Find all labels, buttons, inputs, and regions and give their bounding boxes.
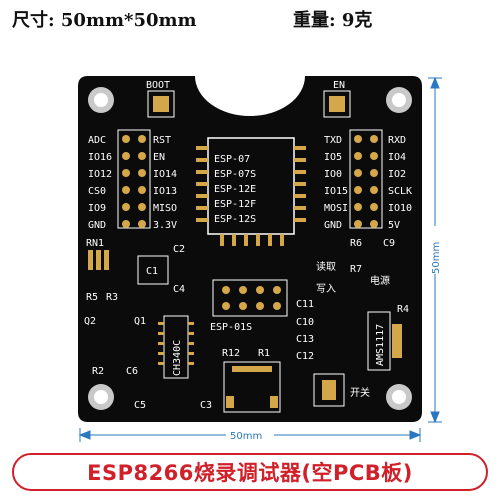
label-r3: R3 [106,292,118,303]
size-spec: 尺寸: 50mm*50mm [12,10,197,31]
label-r6: R6 [350,238,362,249]
pin-txd: TXD [324,135,342,146]
pin-io9: IO9 [88,203,106,214]
type-esp12f: ESP-12F [214,199,256,210]
esp12-footprint [196,137,306,246]
weight-spec: 重量: 9克 [293,10,373,31]
boot-label: BOOT [146,80,170,91]
pin-io12: IO12 [88,169,112,180]
width-label: 50mm [230,431,262,442]
esp01s-header [212,279,288,317]
mounting-holes [88,87,412,410]
label-rn1: RN1 [86,238,104,249]
label-c13: C13 [296,334,314,345]
en-label: EN [333,80,345,91]
label-read: 读取 [316,260,336,273]
label-c12: C12 [296,351,314,362]
label-c11: C11 [296,299,314,310]
label-c10: C10 [296,317,314,328]
type-esp07s: ESP-07S [214,169,256,180]
label-switch: 开关 [350,386,370,399]
title-banner: ESP8266烧录调试器(空PCB板) [12,453,488,491]
pin-io5: IO5 [324,152,342,163]
label-q2: Q2 [84,316,96,327]
en-button [323,90,351,118]
pin-adc: ADC [88,135,106,146]
power-switch [313,373,345,407]
esp01s-label: ESP-01S [210,322,252,333]
ch340-chip [158,315,194,379]
pin-io15: IO15 [324,186,348,197]
label-c6: C6 [126,366,138,377]
pin-io14: IO14 [153,169,177,180]
banner-text: ESP8266烧录调试器(空PCB板) [87,461,413,485]
rn1-resistor-network [88,250,109,270]
pin-miso: MISO [153,203,177,214]
pin-io2: IO2 [388,169,406,180]
pin-3v3: 3.3V [153,220,177,231]
pin-sclk: SCLK [388,186,412,197]
right-pin-header [349,129,383,229]
label-c1: C1 [146,266,158,277]
pin-io16: IO16 [88,152,112,163]
label-c3: C3 [200,400,212,411]
pin-gnd-left: GND [88,220,106,231]
label-power: 电源 [370,274,390,287]
pin-5v: 5V [388,220,400,231]
label-r2: R2 [92,366,104,377]
pin-en: EN [153,152,165,163]
usb-connector [223,361,281,413]
label-r5: R5 [86,292,98,303]
pin-io4: IO4 [388,152,406,163]
label-r4: R4 [397,304,409,315]
left-pin-header [117,129,151,229]
pcb-photo: BOOT EN ADC IO16 IO12 CS0 IO9 GND RST EN… [78,76,442,442]
label-c9: C9 [383,238,395,249]
pin-mosi: MOSI [324,203,348,214]
label-c5: C5 [134,400,146,411]
height-label: 50mm [431,242,442,274]
pin-io13: IO13 [153,186,177,197]
pin-rxd: RXD [388,135,406,146]
type-esp12e: ESP-12E [214,184,256,195]
ams1117-regulator [367,311,402,371]
label-q1: Q1 [134,316,146,327]
label-r1: R1 [258,348,270,359]
label-c2: C2 [173,244,185,255]
type-esp12s: ESP-12S [214,214,256,225]
pin-rst: RST [153,135,171,146]
type-esp07: ESP-07 [214,154,250,165]
pin-io0: IO0 [324,169,342,180]
pin-io10: IO10 [388,203,412,214]
c1-outline [137,255,169,285]
pin-cs0: CS0 [88,186,106,197]
label-ams1117: AMS1117 [375,324,386,366]
boot-button [147,90,175,118]
label-ch340: CH340C [172,340,183,376]
label-write: 写入 [316,283,336,295]
label-r12: R12 [222,348,240,359]
label-c4: C4 [173,284,185,295]
label-r7: R7 [350,264,362,275]
pin-gnd-right: GND [324,220,342,231]
